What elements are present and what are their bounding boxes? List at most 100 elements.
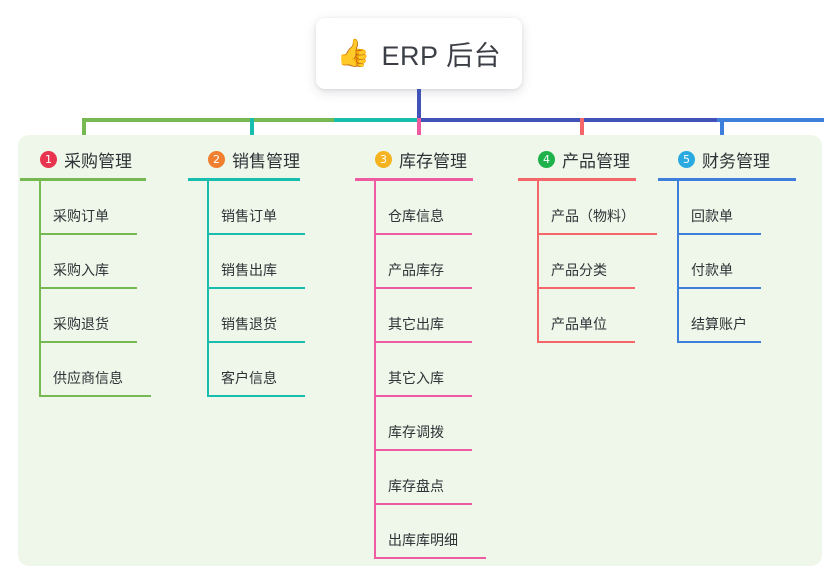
branch-header-2[interactable]: 2 销售管理	[188, 145, 314, 173]
connector-drop-4	[580, 118, 584, 146]
branch-item-rule	[41, 395, 151, 397]
branch-item-rule	[679, 233, 761, 235]
branch-item-label: 产品库存	[388, 262, 444, 278]
branch-header-rule	[658, 178, 796, 181]
root-node[interactable]: 👍 ERP 后台	[316, 18, 522, 89]
branch-item-rule	[539, 287, 635, 289]
branch-item-rule	[209, 395, 305, 397]
branch-item-label: 产品单位	[551, 316, 607, 332]
branch-item-label: 出库库明细	[388, 532, 458, 548]
branch-item-rule	[41, 341, 137, 343]
branch-item[interactable]: 产品库存	[376, 235, 481, 289]
branch-column-5: 5 财务管理回款单付款单结算账户	[658, 145, 808, 343]
connector-drop-2	[250, 118, 254, 146]
branch-item[interactable]: 采购入库	[41, 235, 146, 289]
branch-number-badge: 5	[678, 150, 695, 168]
branch-item-label: 产品分类	[551, 262, 607, 278]
branch-item[interactable]: 产品（物料）	[539, 181, 657, 235]
branch-items: 回款单付款单结算账户	[658, 181, 808, 343]
diagram-panel	[18, 135, 822, 566]
branch-item[interactable]: 销售出库	[209, 235, 314, 289]
branch-item-rule	[376, 449, 472, 451]
branch-number-badge: 1	[40, 150, 57, 168]
connector-bar-segment-2	[334, 118, 419, 122]
branch-item-rule	[679, 287, 761, 289]
branch-item[interactable]: 其它出库	[376, 289, 481, 343]
connector-bar-segment-1	[82, 118, 334, 122]
branch-item[interactable]: 库存盘点	[376, 451, 481, 505]
branch-item-label: 库存盘点	[388, 478, 444, 494]
branch-item[interactable]: 采购订单	[41, 181, 146, 235]
branch-item-label: 仓库信息	[388, 208, 444, 224]
branch-items: 仓库信息产品库存其它出库其它入库库存调拨库存盘点出库库明细	[355, 181, 486, 559]
branch-header-rule	[188, 178, 300, 181]
branch-item-rule	[376, 557, 486, 559]
thumbs-up-icon: 👍	[336, 38, 371, 68]
connector-bar-segment-4	[717, 118, 824, 122]
branch-item-label: 回款单	[691, 208, 733, 224]
branch-item-label: 其它出库	[388, 316, 444, 332]
branch-item-rule	[376, 233, 472, 235]
branch-number-badge: 2	[208, 150, 225, 168]
branch-item[interactable]: 付款单	[679, 235, 808, 289]
branch-item[interactable]: 供应商信息	[41, 343, 151, 397]
branch-items: 销售订单销售出库销售退货客户信息	[188, 181, 314, 397]
branch-spine	[537, 181, 539, 343]
branch-item[interactable]: 出库库明细	[376, 505, 486, 559]
branch-item-rule	[679, 341, 761, 343]
branch-item-rule	[376, 287, 472, 289]
branch-item-rule	[376, 341, 472, 343]
branch-item[interactable]: 销售退货	[209, 289, 314, 343]
branch-item-label: 采购退货	[53, 316, 109, 332]
branch-title: 销售管理	[232, 151, 300, 171]
branch-header-rule	[518, 178, 636, 181]
branch-item[interactable]: 库存调拨	[376, 397, 481, 451]
branch-item[interactable]: 采购退货	[41, 289, 146, 343]
branch-column-3: 3 库存管理仓库信息产品库存其它出库其它入库库存调拨库存盘点出库库明细	[355, 145, 486, 559]
branch-item[interactable]: 其它入库	[376, 343, 481, 397]
branch-item-label: 销售订单	[221, 208, 277, 224]
branch-item-rule	[41, 287, 137, 289]
branch-title: 产品管理	[562, 151, 630, 171]
connector-drop-5	[720, 118, 724, 146]
branch-header-rule	[355, 178, 473, 181]
branch-title: 库存管理	[399, 151, 467, 171]
branch-item[interactable]: 仓库信息	[376, 181, 481, 235]
branch-item-rule	[209, 341, 305, 343]
branch-spine	[677, 181, 679, 343]
branch-title: 财务管理	[702, 151, 770, 171]
branch-header-3[interactable]: 3 库存管理	[355, 145, 481, 173]
branch-item-label: 采购订单	[53, 208, 109, 224]
branch-item[interactable]: 产品单位	[539, 289, 644, 343]
branch-item-rule	[209, 287, 305, 289]
branch-header-5[interactable]: 5 财务管理	[658, 145, 808, 173]
branch-item-label: 产品（物料）	[551, 208, 635, 224]
branch-item-label: 采购入库	[53, 262, 109, 278]
connector-root-stem	[417, 89, 421, 118]
branch-item-rule	[209, 233, 305, 235]
branch-item-label: 其它入库	[388, 370, 444, 386]
branch-item[interactable]: 回款单	[679, 181, 808, 235]
branch-item[interactable]: 客户信息	[209, 343, 314, 397]
branch-item-label: 付款单	[691, 262, 733, 278]
branch-spine	[374, 181, 376, 559]
branch-spine	[207, 181, 209, 397]
branch-item[interactable]: 产品分类	[539, 235, 644, 289]
branch-item-rule	[539, 341, 635, 343]
branch-item-label: 客户信息	[221, 370, 277, 386]
branch-item[interactable]: 结算账户	[679, 289, 808, 343]
branch-number-badge: 3	[375, 150, 392, 168]
branch-items: 产品（物料） 产品分类产品单位	[518, 181, 657, 343]
branch-item[interactable]: 销售订单	[209, 181, 314, 235]
branch-spine	[39, 181, 41, 397]
branch-header-rule	[20, 178, 146, 181]
connector-drop-1	[82, 118, 86, 146]
branch-items: 采购订单采购入库采购退货供应商信息	[20, 181, 151, 397]
branch-item-rule	[539, 233, 657, 235]
branch-item-label: 销售退货	[221, 316, 277, 332]
connector-drop-3	[417, 118, 421, 146]
